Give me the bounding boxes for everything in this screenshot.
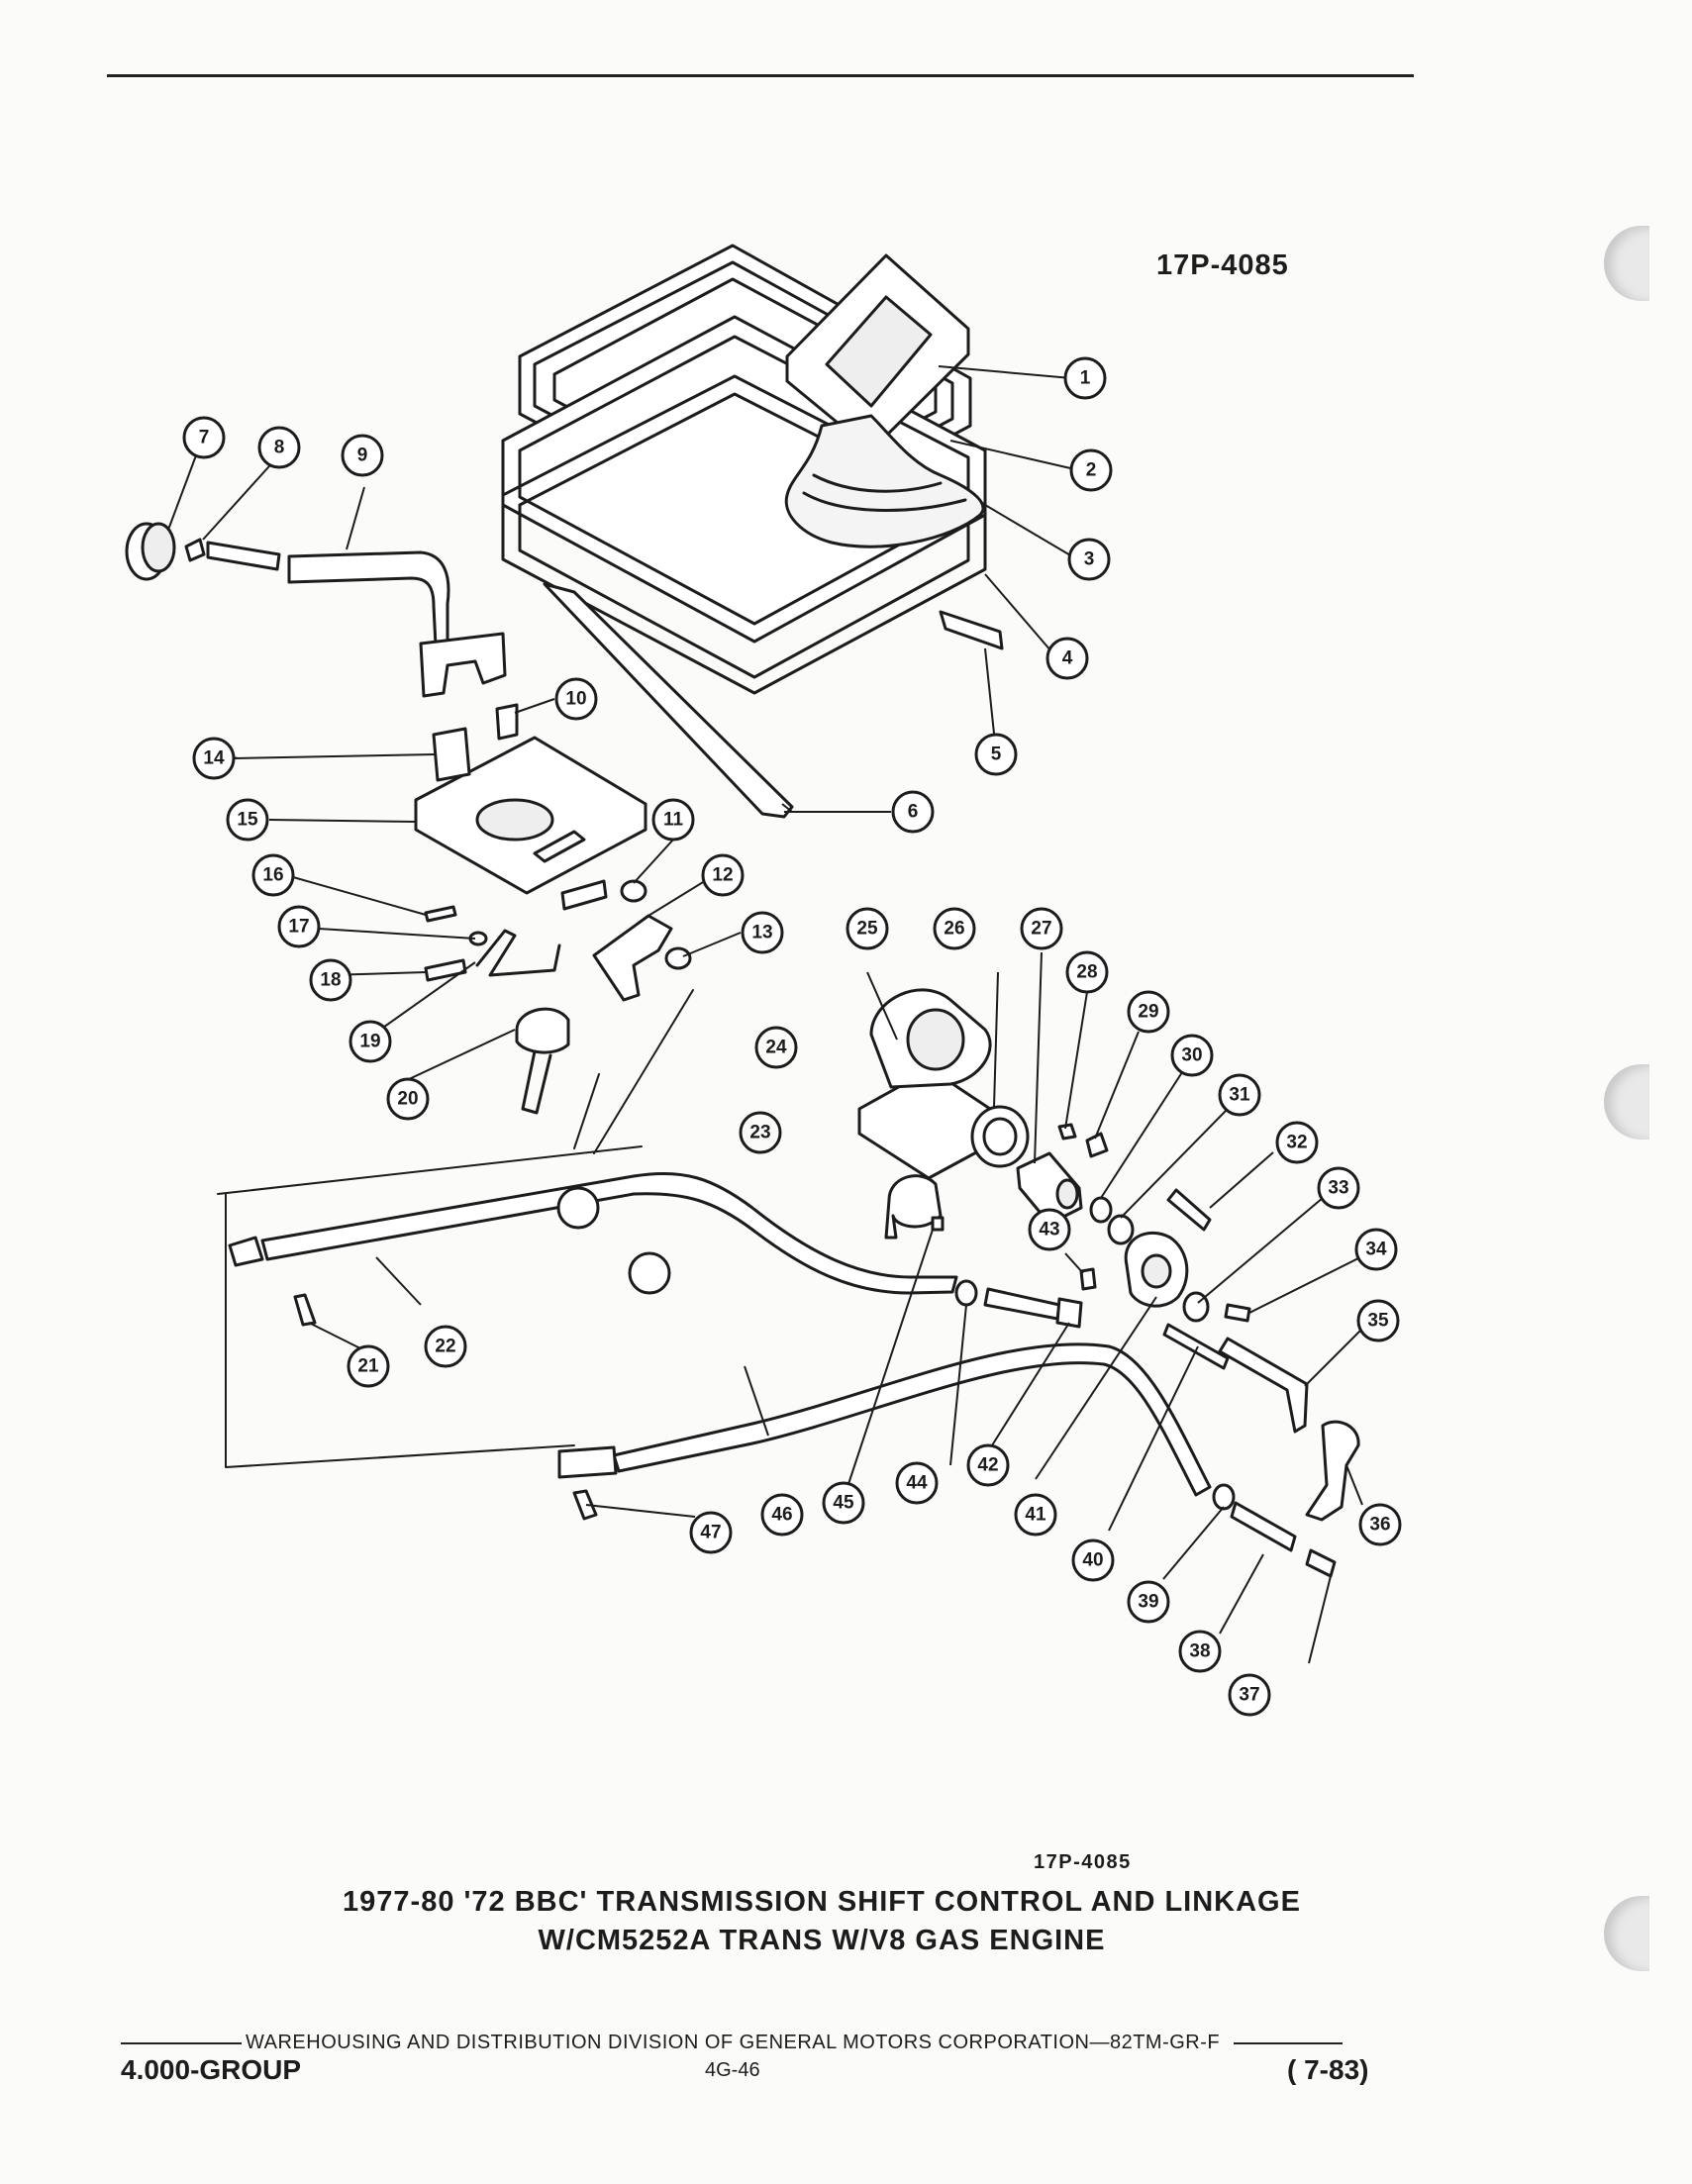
callout-21: 21 bbox=[357, 1356, 379, 1377]
footer-page-number: 4G-46 bbox=[705, 2059, 760, 2081]
callout-44: 44 bbox=[906, 1473, 928, 1494]
callout-7: 7 bbox=[199, 428, 210, 448]
callout-8: 8 bbox=[274, 438, 285, 458]
callout-45: 45 bbox=[833, 1493, 854, 1514]
callout-46: 46 bbox=[771, 1505, 792, 1526]
figure-code-bottom: 17P-4085 bbox=[1034, 1851, 1132, 1873]
figure-code-top: 17P-4085 bbox=[1156, 249, 1289, 281]
callout-20: 20 bbox=[397, 1089, 418, 1110]
callout-15: 15 bbox=[237, 810, 258, 831]
callout-42: 42 bbox=[977, 1455, 998, 1476]
footer-division-text: WAREHOUSING AND DISTRIBUTION DIVISION OF… bbox=[246, 2032, 1221, 2053]
callout-35: 35 bbox=[1367, 1311, 1389, 1332]
callout-3: 3 bbox=[1084, 549, 1095, 570]
callout-2: 2 bbox=[1086, 460, 1097, 481]
callout-27: 27 bbox=[1031, 919, 1051, 940]
callout-22: 22 bbox=[435, 1337, 455, 1357]
callout-37: 37 bbox=[1239, 1685, 1259, 1706]
callout-36: 36 bbox=[1369, 1515, 1390, 1536]
callout-40: 40 bbox=[1082, 1550, 1103, 1571]
callout-43: 43 bbox=[1039, 1220, 1059, 1241]
callout-47: 47 bbox=[700, 1523, 721, 1543]
callout-12: 12 bbox=[712, 865, 733, 886]
callout-41: 41 bbox=[1025, 1505, 1046, 1526]
callout-33: 33 bbox=[1328, 1178, 1348, 1199]
callout-39: 39 bbox=[1138, 1592, 1158, 1613]
callout-29: 29 bbox=[1138, 1002, 1158, 1023]
callout-30: 30 bbox=[1181, 1045, 1202, 1066]
callout-10: 10 bbox=[565, 689, 586, 710]
callout-25: 25 bbox=[856, 919, 878, 940]
callout-26: 26 bbox=[944, 919, 964, 940]
callout-16: 16 bbox=[262, 865, 283, 886]
footer-rule-right bbox=[1234, 2041, 1344, 2044]
callout-24: 24 bbox=[765, 1038, 787, 1058]
callout-34: 34 bbox=[1365, 1240, 1387, 1260]
figure-title: 1977-80 '72 BBC' TRANSMISSION SHIFT CONT… bbox=[139, 1883, 1505, 1960]
callout-13: 13 bbox=[751, 923, 772, 943]
callout-1: 1 bbox=[1080, 368, 1091, 389]
callout-28: 28 bbox=[1076, 962, 1097, 983]
callout-5: 5 bbox=[991, 745, 1002, 765]
footer-date: ( 7-83) bbox=[1287, 2054, 1369, 2085]
callout-9: 9 bbox=[357, 446, 368, 466]
callout-32: 32 bbox=[1286, 1133, 1307, 1153]
callout-4: 4 bbox=[1062, 648, 1073, 669]
callout-23: 23 bbox=[749, 1123, 770, 1143]
callout-19: 19 bbox=[359, 1032, 380, 1052]
callout-6: 6 bbox=[908, 802, 919, 823]
callout-38: 38 bbox=[1189, 1641, 1210, 1662]
callout-17: 17 bbox=[288, 917, 309, 938]
callout-11: 11 bbox=[663, 810, 684, 831]
callout-14: 14 bbox=[203, 748, 225, 769]
figure-title-line-1: 1977-80 '72 BBC' TRANSMISSION SHIFT CONT… bbox=[343, 1886, 1301, 1918]
callout-31: 31 bbox=[1229, 1085, 1250, 1106]
footer-division-line: WAREHOUSING AND DISTRIBUTION DIVISION OF… bbox=[121, 2032, 1344, 2054]
callout-18: 18 bbox=[320, 970, 341, 991]
top-rule bbox=[107, 74, 1414, 77]
figure-title-line-2: W/CM5252A TRANS W/V8 GAS ENGINE bbox=[538, 1925, 1106, 1956]
footer-group: 4.000-GROUP bbox=[121, 2054, 302, 2085]
footer-rule-left bbox=[121, 2041, 242, 2044]
